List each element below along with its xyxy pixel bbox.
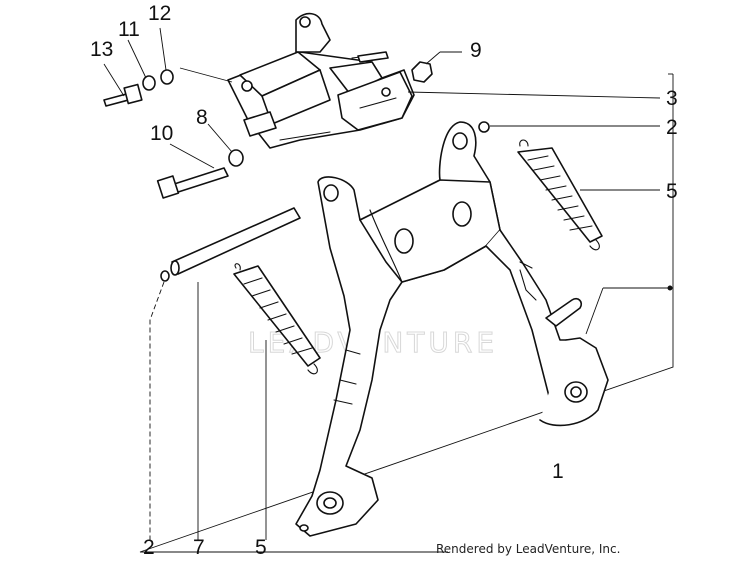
washer-12 <box>160 69 174 85</box>
callout-7: 7 <box>193 536 205 559</box>
assembly-bracket <box>139 73 674 553</box>
leader-lines <box>103 27 673 540</box>
callout-12: 12 <box>148 2 171 25</box>
washer-11 <box>142 75 156 91</box>
mounting-bracket-part <box>227 12 415 149</box>
nut-9 <box>411 61 433 83</box>
washer-8 <box>228 149 244 167</box>
spring-lower <box>233 263 321 375</box>
callout-3: 3 <box>666 87 678 110</box>
callout-2-lower: 2 <box>143 536 155 559</box>
callout-labels: 13 11 12 9 3 2 5 10 8 1 2 7 5 <box>90 2 678 559</box>
callout-10: 10 <box>150 122 173 145</box>
callout-13: 13 <box>90 38 113 61</box>
callout-5-lower: 5 <box>255 536 267 559</box>
callout-8: 8 <box>196 106 208 129</box>
reference-dot <box>667 285 673 291</box>
centre-stand-part <box>295 121 609 537</box>
spring-upper <box>517 139 603 251</box>
render-credit: Rendered by LeadVenture, Inc. <box>436 542 620 556</box>
callout-2-upper: 2 <box>666 116 678 139</box>
shaft-part <box>170 207 301 276</box>
hardware-top <box>103 51 490 282</box>
callout-1: 1 <box>552 460 564 483</box>
callout-9: 9 <box>470 39 482 62</box>
clip-2-upper <box>478 121 490 133</box>
callout-11: 11 <box>118 18 140 41</box>
callout-5-upper: 5 <box>666 180 678 203</box>
clip-2-lower <box>160 270 170 282</box>
